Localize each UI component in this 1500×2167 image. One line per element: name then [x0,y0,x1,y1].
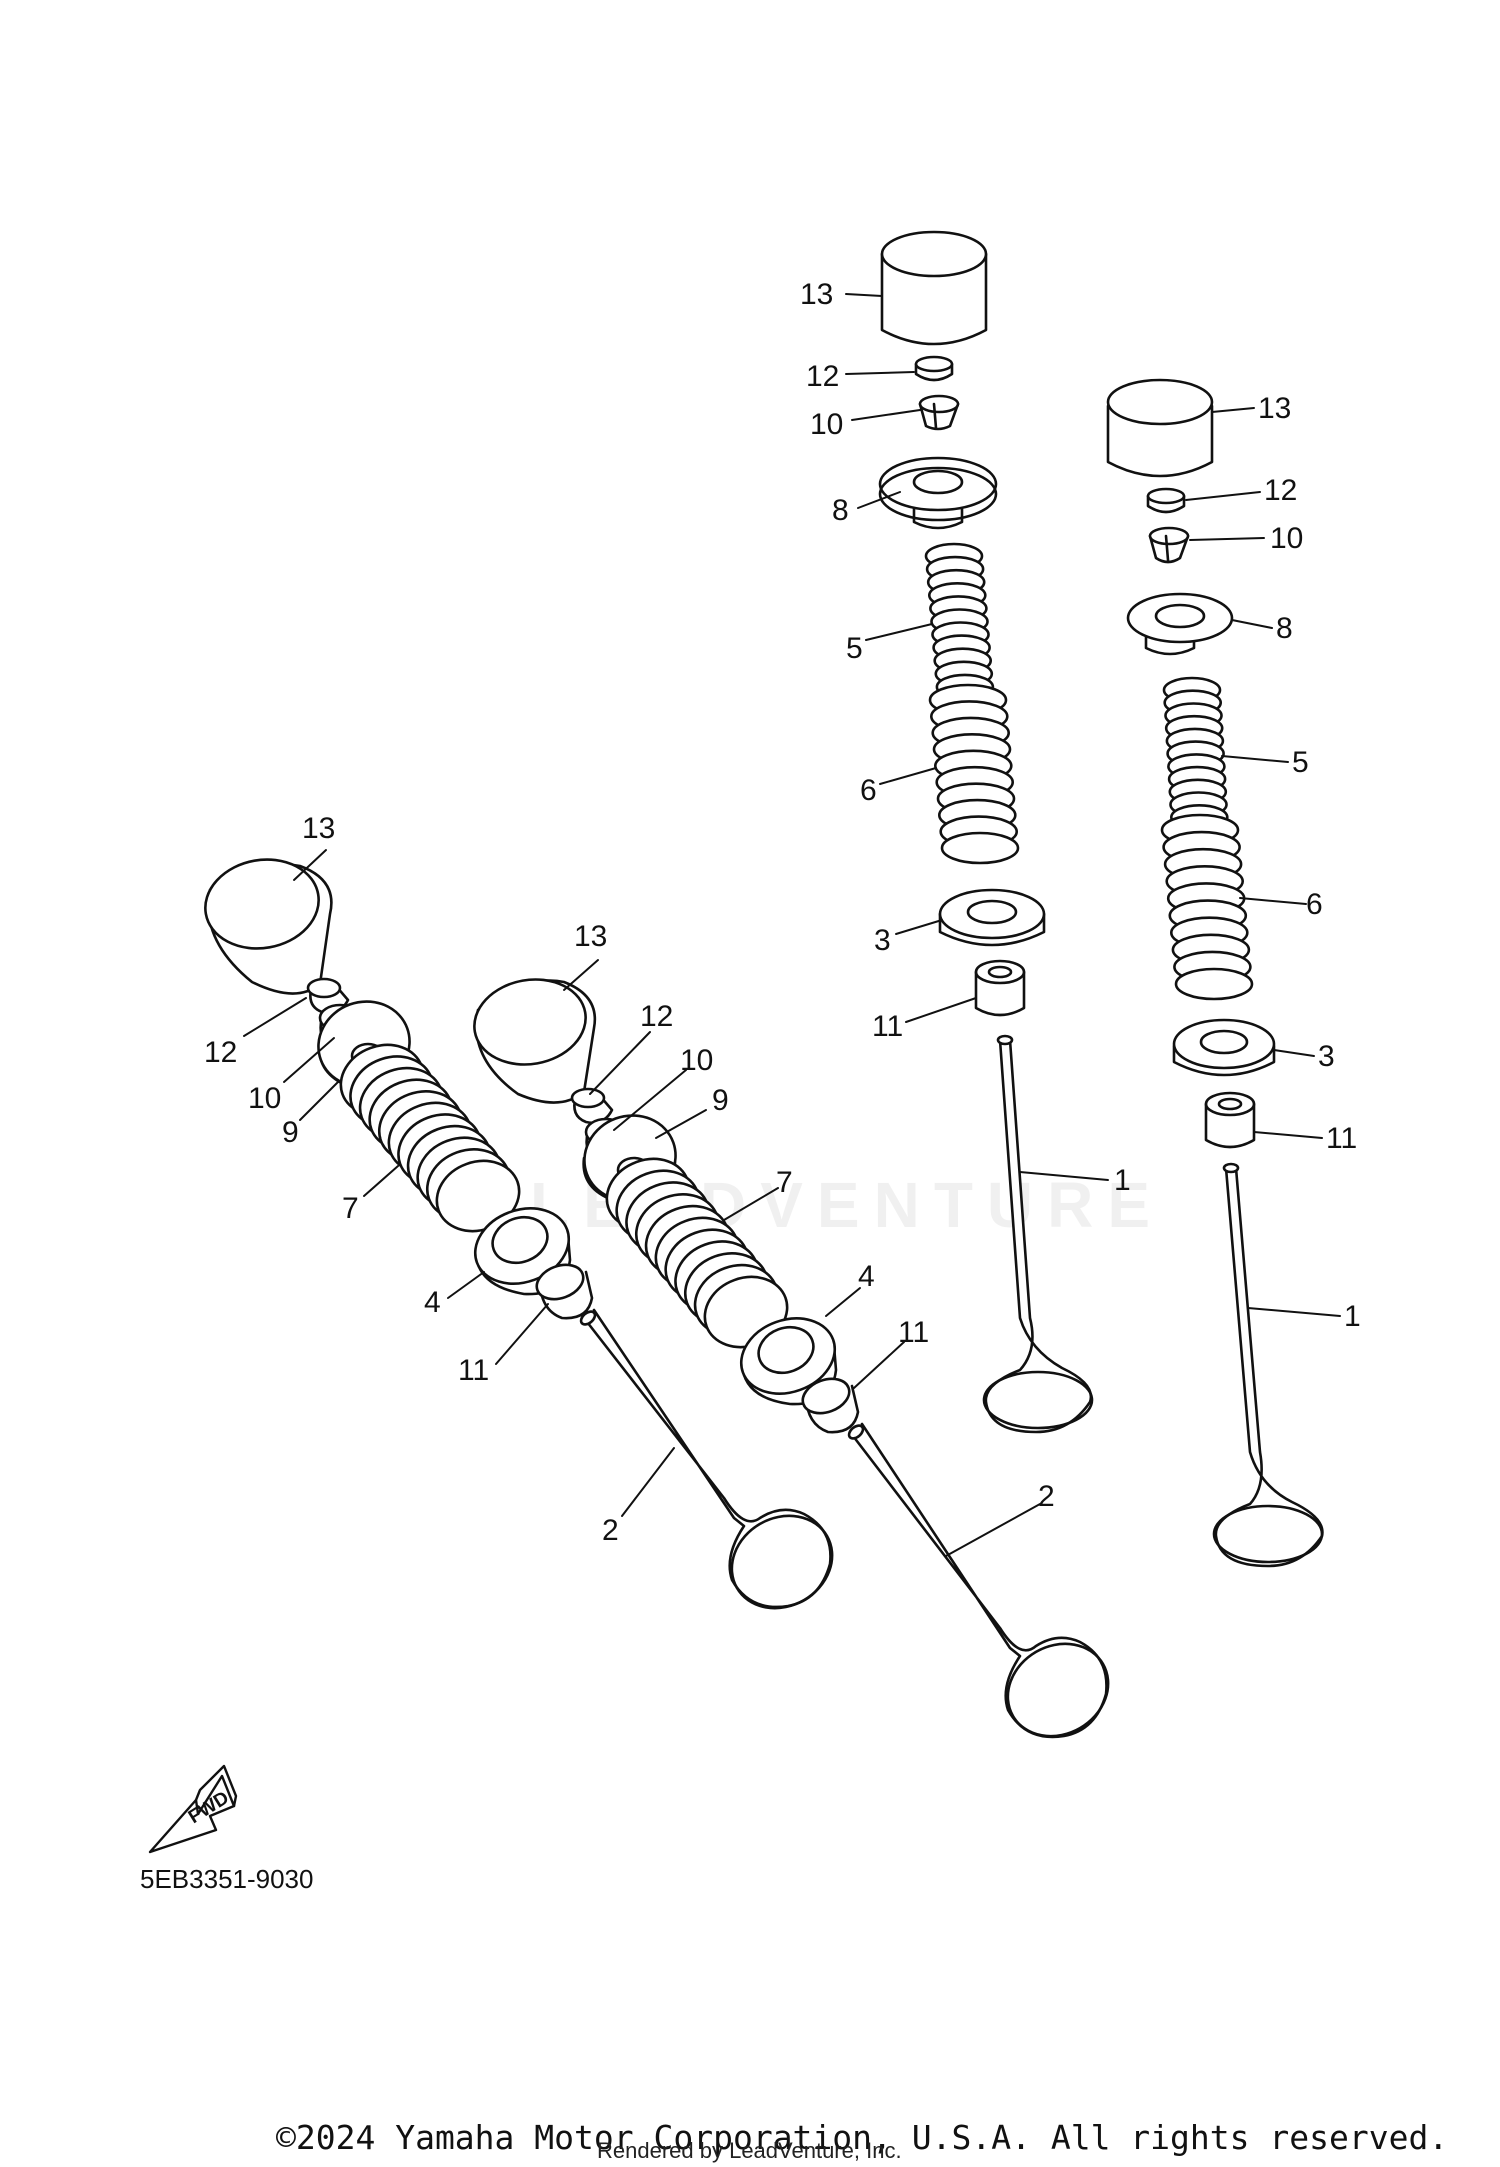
callout-11: 11 [458,1354,489,1387]
spring-seat [1172,1018,1276,1077]
valve-cotter [918,394,960,431]
valve-retainer [878,456,998,530]
callout-10: 10 [248,1082,281,1115]
figure-code: 5EB3351-9030 [140,1864,314,1894]
callout-4: 4 [424,1286,441,1319]
valve-stem-seal [1204,1091,1256,1149]
callout-12: 12 [1264,474,1297,507]
callout-13: 13 [574,920,607,953]
spring-coil [940,831,1020,865]
callout-12: 12 [640,1000,673,1033]
callout-12: 12 [204,1036,237,1069]
callout-3: 3 [1318,1040,1335,1073]
callout-5: 5 [846,632,863,665]
callout-1: 1 [1344,1300,1361,1333]
callout-12: 12 [806,360,839,393]
intake-assembly-a [204,858,834,1610]
callout-10: 10 [680,1044,713,1077]
intake-valve [847,1422,1110,1739]
callout-7: 7 [342,1192,359,1225]
intake-valve [579,1308,834,1610]
callout-labels: 13 12 10 8 5 6 3 11 1 13 12 10 8 5 6 3 1… [204,278,1361,1547]
intake-assembly-b [473,978,1110,1739]
rendered-by-credit: Rendered by LeadVenture, Inc. [597,2138,902,2163]
callout-13: 13 [1258,392,1291,425]
valve-lifter [204,858,333,995]
callout-9: 9 [712,1084,729,1117]
callout-13: 13 [302,812,335,845]
valve-spring [339,1043,521,1233]
callout-11: 11 [898,1316,929,1349]
callout-11: 11 [1326,1122,1357,1155]
callout-11: 11 [872,1010,903,1043]
valve-stem-seal [535,1263,594,1320]
spring-seat [938,888,1046,947]
copyright-notice: ©2024 Yamaha Motor Corporation, U.S.A. A… [276,2118,1449,2157]
callout-2: 2 [602,1514,619,1547]
exhaust-valve [982,1034,1094,1434]
adjusting-pad [1146,487,1186,514]
callout-10: 10 [1270,522,1303,555]
exhaust-valve [1212,1162,1324,1568]
callout-9: 9 [282,1116,299,1149]
valve-springs [1160,676,1254,1001]
valve-stem-seal [974,959,1026,1017]
callout-6: 6 [860,774,877,807]
adjusting-pad [570,1087,614,1125]
valve-cotter [1148,526,1190,564]
callout-4: 4 [858,1260,875,1293]
valve-spring [605,1157,789,1349]
valve-springs [924,542,1020,865]
callout-5: 5 [1292,746,1309,779]
valve-stem-seal [801,1377,860,1434]
callout-13: 13 [800,278,833,311]
exhaust-assembly-b [1106,378,1324,1568]
valve-lifter [1106,378,1214,478]
callout-6: 6 [1306,888,1323,921]
callout-10: 10 [810,408,843,441]
spring-seat [473,1207,572,1296]
callout-7: 7 [776,1166,793,1199]
callout-8: 8 [1276,612,1293,645]
callout-2: 2 [1038,1480,1055,1513]
valve-retainer [1126,592,1234,656]
adjusting-pad [306,977,350,1015]
exhaust-assembly-a [878,230,1094,1434]
callout-1: 1 [1114,1164,1131,1197]
callout-3: 3 [874,924,891,957]
leader-lines [243,293,1341,1557]
valve-lifter [880,230,988,346]
callout-8: 8 [832,494,849,527]
adjusting-pad [914,355,954,382]
valve-lifter [473,978,597,1104]
spring-coil [1174,967,1254,1001]
forward-arrow-icon: FWD [148,1764,238,1854]
